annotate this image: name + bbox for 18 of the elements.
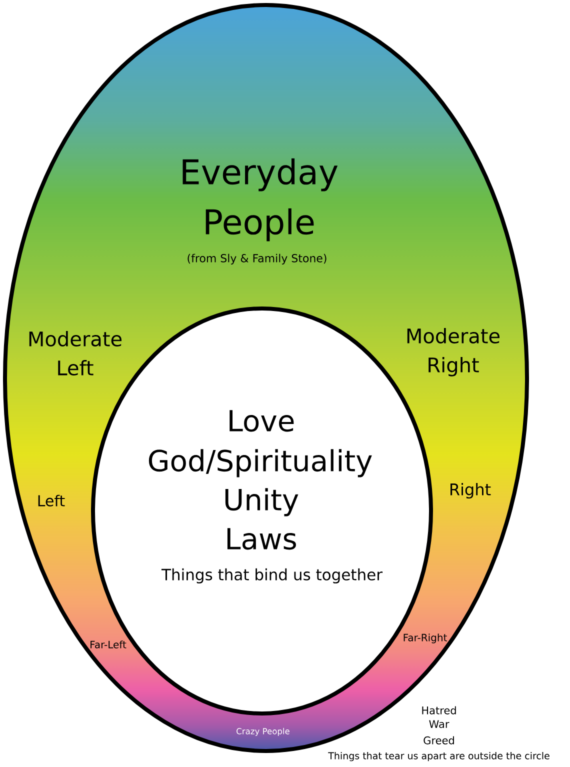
band-label: Crazy People [236,728,290,736]
list-item: God/Spirituality [148,449,372,478]
list-item: Love [230,410,294,432]
node-text: Things that bind us together [161,568,382,584]
band-label: Moderate Left [29,331,122,376]
band-label: Moderate Right [407,328,500,376]
note: Hatred [422,706,456,714]
band-label: Right [450,483,491,499]
band-label: Far-Right [404,634,447,644]
note: Greed [424,736,454,744]
band-label: Far-Left [90,640,126,648]
heading: Everyday People [182,158,338,242]
subtitle: (from Sly & Family Stone) [188,254,326,264]
list-item: Laws [227,528,296,550]
band-label: Left [38,494,65,506]
note: War [429,720,450,728]
note: Things that tear us apart are outside the circle [328,752,550,762]
list-item: Unity [225,488,298,516]
